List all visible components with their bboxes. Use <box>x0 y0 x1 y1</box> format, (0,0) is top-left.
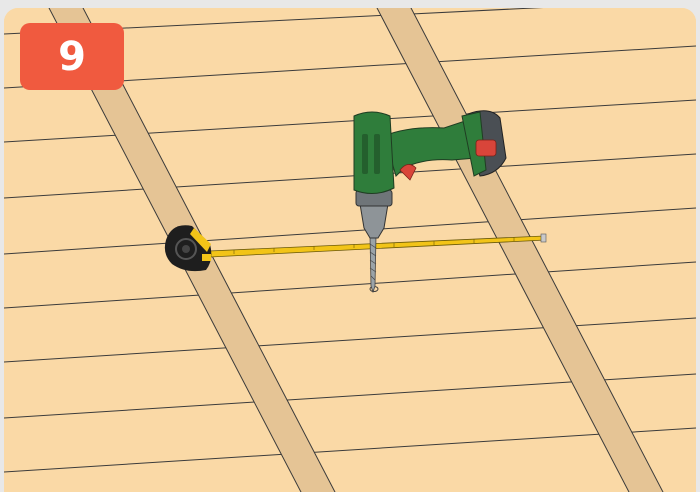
tape-hook <box>541 234 546 242</box>
illustration-panel: 9 <box>4 8 696 492</box>
step-number-badge: 9 <box>20 23 124 90</box>
step-number: 9 <box>58 34 86 80</box>
battery-indicator <box>476 140 496 156</box>
